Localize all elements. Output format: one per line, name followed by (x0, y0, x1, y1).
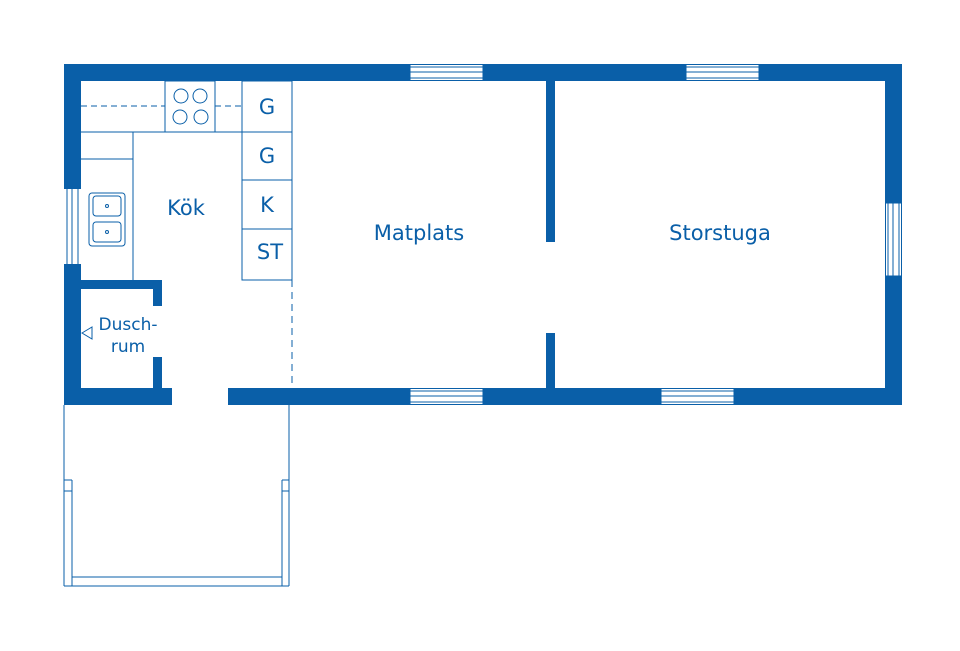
window-left (65, 189, 80, 264)
room-label-shower-2: rum (111, 337, 145, 357)
room-label-kitchen: Kök (167, 196, 206, 220)
walls (64, 64, 902, 405)
cabinet-label: G (259, 144, 275, 168)
window-bottom-1 (409, 389, 484, 404)
room-label-shower-1: Dusch- (99, 315, 158, 335)
cabinet-label: G (259, 95, 275, 119)
cabinet-label: ST (257, 240, 283, 264)
window-top-2 (685, 65, 760, 80)
window-top-1 (409, 65, 484, 80)
window-bottom-2 (660, 389, 735, 404)
room-label-living: Storstuga (669, 221, 771, 245)
room-label-dining: Matplats (374, 221, 464, 245)
door-triangle-icon (81, 326, 93, 340)
windows (65, 65, 901, 404)
stove-icon (164, 80, 216, 133)
sink-icon (88, 192, 126, 247)
kitchen-fixtures (81, 80, 293, 388)
cabinet-label: K (260, 193, 275, 217)
window-right (886, 202, 901, 277)
terrace (63, 405, 290, 587)
